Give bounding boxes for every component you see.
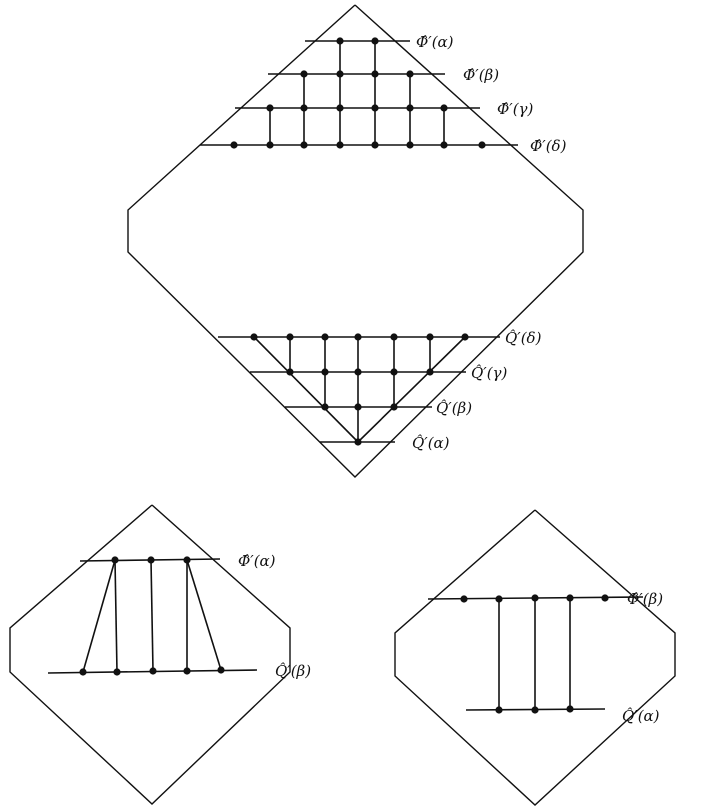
- top-outline: [127, 4, 584, 478]
- top-q-beta-label: Q̂′(β): [436, 399, 472, 417]
- top-q-alpha-label: Q̂′(α): [412, 434, 450, 452]
- bottom-left-dots: [79, 556, 225, 676]
- top-phi-dots: [230, 37, 486, 149]
- bottom-right-edges: [498, 598, 571, 710]
- top-phi-verticals: [269, 41, 445, 145]
- top-phi-gamma-label: Φ̂′(γ): [497, 100, 534, 118]
- top-q-delta-label: Q̂′(δ): [505, 329, 542, 347]
- bottom-left-phi-alpha-label: Φ̂′(α): [238, 552, 276, 570]
- top-q-dots: [250, 333, 469, 446]
- bottom-right-dots: [460, 594, 609, 714]
- bottom-right-outline: [394, 509, 676, 806]
- bottom-right-diagram: Φ̂′(β) Q̂′(α): [394, 509, 676, 806]
- top-diagram: Φ̂′(α) Φ̂′(β) Φ̂′(γ) Φ̂′(δ) Q̂′(δ) Q̂′(γ…: [127, 4, 584, 478]
- bottom-right-q-alpha-label: Q̂′(α): [622, 707, 660, 725]
- top-phi-alpha-label: Φ̂′(α): [416, 33, 454, 51]
- bottom-left-diagram: Φ̂′(α) Q̂′(β): [9, 504, 311, 805]
- top-q-gamma-label: Q̂′(γ): [471, 364, 508, 382]
- bottom-left-q-beta-label: Q̂′(β): [275, 662, 311, 680]
- top-phi-delta-label: Φ̂′(δ): [530, 137, 567, 155]
- top-q-edges: [253, 336, 466, 443]
- top-phi-beta-label: Φ̂′(β): [463, 66, 499, 84]
- bottom-left-outline: [9, 504, 291, 805]
- bottom-left-edges: [82, 559, 222, 673]
- bottom-right-phi-beta-label: Φ̂′(β): [627, 590, 663, 608]
